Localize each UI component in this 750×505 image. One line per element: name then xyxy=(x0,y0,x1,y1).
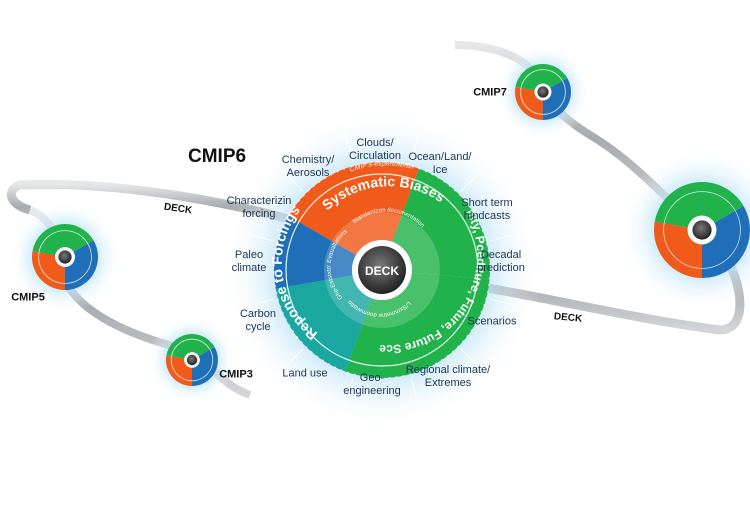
phase-disc-ring xyxy=(38,230,92,284)
band-label-right: DECK xyxy=(553,311,583,325)
phase-disc-ring xyxy=(520,69,566,115)
wedge-orange xyxy=(288,162,419,255)
phase-wedge-blue xyxy=(65,240,98,290)
disc-spoke xyxy=(271,348,304,381)
phase-disc-center xyxy=(537,86,549,98)
disc-spoke xyxy=(271,159,304,192)
phase-wedge-orange xyxy=(166,355,192,386)
phase-wedge-green xyxy=(166,333,215,359)
phase-label-cmip3: CMIP3 xyxy=(219,368,253,381)
phase-wedge-green xyxy=(32,224,94,256)
cmip5-disc xyxy=(8,200,122,314)
phase-label-cmip7: CMIP7 xyxy=(473,86,507,99)
disc-dotted-ring xyxy=(273,161,491,379)
disc-spoke xyxy=(490,229,532,242)
disc-spoke xyxy=(232,298,274,311)
disc-arrow-ring xyxy=(285,173,479,367)
topic-characterizing-forcing: Characterizin forcing xyxy=(226,195,292,220)
topic-land-use: Land use xyxy=(282,367,328,380)
phase-discs xyxy=(8,44,750,405)
disc-spoke xyxy=(460,348,493,381)
phase-wedge-blue xyxy=(702,206,750,278)
center-label: DECK xyxy=(365,264,399,278)
disc-spoke xyxy=(341,378,354,420)
phase-wedge-orange xyxy=(514,87,543,120)
disc-spoke xyxy=(410,378,423,420)
topic-chemistry-aerosols: Chemistry/ Aerosols xyxy=(281,154,335,179)
wedge-green-bottom xyxy=(345,272,490,378)
phase-wedge-orange xyxy=(654,221,702,278)
topic-scenarios: Scenarios xyxy=(467,315,517,328)
topic-paleo-climate: Paleo climate xyxy=(231,249,267,274)
phase-wedge-blue xyxy=(543,78,572,120)
disc-wedges xyxy=(273,161,491,379)
disc-spoke xyxy=(490,298,532,311)
topic-regional-climate-extremes: Regional climate/ Extremes xyxy=(405,364,491,389)
wedge-teal xyxy=(275,275,372,372)
phase-disc-center xyxy=(186,354,198,366)
phase-wedge-orange xyxy=(32,251,65,290)
phase-disc-ring xyxy=(170,338,214,382)
topic-short-term-hindcasts: Short term hindcasts xyxy=(461,197,513,222)
disc-spoke xyxy=(232,229,274,242)
disc-spokes xyxy=(232,120,532,420)
topic-decadal-prediction: Decadal prediction xyxy=(477,249,525,274)
phase-wedge-green xyxy=(515,63,568,91)
topic-carbon-cycle: Carbon cycle xyxy=(239,308,277,333)
disc-spoke xyxy=(410,120,423,162)
disc-spoke xyxy=(460,159,493,192)
cmip3-disc xyxy=(147,315,237,405)
future-disc xyxy=(620,148,750,312)
phase-label-cmip5: CMIP5 xyxy=(11,291,45,304)
wedge-green-right xyxy=(392,168,490,280)
wedge-blue xyxy=(274,216,357,289)
topic-clouds-circulation: Clouds/ Circulation xyxy=(349,137,401,162)
phase-disc-center xyxy=(58,250,72,264)
disc-center xyxy=(358,246,406,294)
topic-ocean-land-ice: Ocean/Land/ Ice xyxy=(408,151,472,176)
topic-geo-engineering: Geo- engineering xyxy=(343,372,401,397)
phase-wedge-blue xyxy=(192,347,218,386)
phase-disc-ring xyxy=(663,191,741,269)
phase-disc-center xyxy=(692,220,712,240)
disc-spoke xyxy=(341,120,354,162)
page-title: CMIP6 xyxy=(188,146,247,167)
phase-wedge-green xyxy=(654,182,744,228)
cmip7-disc xyxy=(495,44,591,140)
